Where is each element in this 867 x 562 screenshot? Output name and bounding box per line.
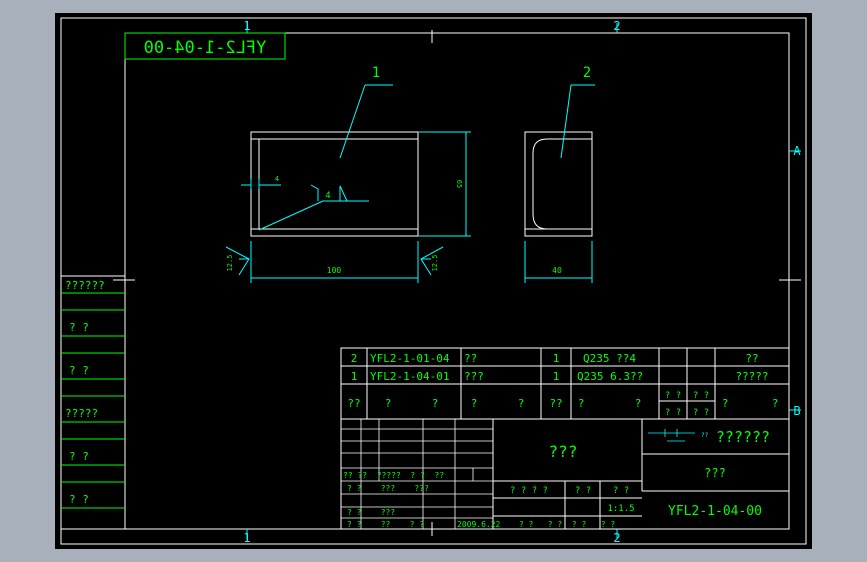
- mirrored-number-box: [124, 32, 286, 60]
- balloon-2: 2: [583, 65, 591, 81]
- bom-row-0-no: 2: [351, 352, 358, 365]
- view2-width-dim: 40: [552, 266, 562, 275]
- thickness-dim: 4: [275, 175, 279, 183]
- width-dim: 100: [327, 266, 342, 275]
- scale-label: ? ?: [613, 486, 629, 496]
- weight-label: ? ?: [575, 486, 591, 496]
- right-size-dim: 12.5: [431, 255, 439, 272]
- zone-label-top-1: 1: [243, 19, 250, 33]
- bom-header-material-1: ?: [578, 397, 585, 410]
- bom-row-1-material: Q235 6.3??: [577, 370, 643, 383]
- bom-row-1-code: YFL2-1-04-01: [370, 370, 449, 383]
- inner-border: [124, 32, 790, 530]
- bom-row-0-name: ??: [464, 352, 477, 365]
- bom-header-material-2: ?: [635, 397, 642, 410]
- company-name: ???: [549, 442, 578, 461]
- bom-header-code-2: ?: [432, 397, 439, 410]
- bom-row-1-qty: 1: [553, 370, 560, 383]
- bom-table: 2 YFL2-1-01-04 ?? 1 Q235 ??4 ?? 1 YFL2-1…: [340, 347, 790, 420]
- bom-row-0-code: YFL2-1-01-04: [370, 352, 450, 365]
- sign-row-2: ? ? ???: [347, 508, 395, 517]
- bom-header-name-1: ?: [471, 397, 478, 410]
- view-2: 2 40: [524, 65, 595, 283]
- left-col-row-3: ?????: [65, 407, 98, 420]
- bom-header-weight-2: ? ?: [665, 408, 681, 418]
- cad-drawing: YFL2-1-04-00 1 2 1 2 A B: [60, 17, 807, 545]
- bom-row-0-qty: 1: [553, 352, 560, 365]
- bom-header-unit-1: ? ?: [693, 391, 709, 401]
- left-col-row-4: ? ?: [69, 450, 89, 463]
- bom-row-0-note: ??: [745, 352, 758, 365]
- bom-header-weight-1: ? ?: [665, 391, 681, 401]
- left-col-row-2: ? ?: [69, 364, 89, 377]
- title-date: 2009.6.22: [457, 520, 501, 529]
- bom-row-1-name: ???: [464, 370, 484, 383]
- part-name: ??????: [716, 428, 770, 446]
- drawing-canvas[interactable]: YFL2-1-04-00 1 2 1 2 A B: [55, 13, 812, 549]
- bom-row-1-no: 1: [351, 370, 358, 383]
- bom-header-no: ??: [347, 397, 360, 410]
- sign-row-3: ? ? ?? ? ?: [347, 520, 424, 529]
- sign-row-0: ?? ?? ????? ? ? ??: [343, 471, 444, 480]
- weld-dim: 4: [325, 191, 330, 201]
- mirrored-drawing-number: YFL2-1-04-00: [144, 38, 267, 58]
- zone-label-top-2: 2: [613, 19, 620, 33]
- sheet-info: ? ? ? ? ? ? ? ?: [519, 520, 616, 529]
- left-column: ?????? ? ? ? ? ????? ? ? ? ?: [60, 275, 126, 530]
- stage-label: ? ? ? ?: [510, 486, 548, 496]
- balloon-1: 1: [372, 65, 380, 81]
- bom-row-1-note: ?????: [735, 370, 768, 383]
- zone-label-a: A: [793, 144, 801, 158]
- height-dim: 65: [455, 180, 463, 188]
- bom-header-qty: ??: [549, 397, 562, 410]
- view-1: 1 4 4 65 100 12.5 12.5: [225, 65, 471, 283]
- outer-frame: [60, 17, 807, 545]
- bom-header-unit-2: ? ?: [693, 408, 709, 418]
- unit-text: ???: [704, 466, 726, 480]
- sign-row-1: ? ? ??? ???: [347, 484, 429, 493]
- bom-header-note-2: ?: [772, 397, 779, 410]
- zone-label-bottom-2: 2: [613, 531, 620, 545]
- zone-label-b: B: [793, 404, 800, 418]
- left-col-row-1: ? ?: [69, 321, 89, 334]
- bom-header-note-1: ?: [722, 397, 729, 410]
- zone-label-bottom-1: 1: [243, 531, 250, 545]
- scale-value: 1:1.5: [607, 504, 634, 514]
- symbol-icon: [648, 429, 695, 442]
- title-block: ?? ?? ????? ? ? ?? ? ? ??? ??? ? ? ??? ?…: [340, 418, 790, 530]
- bom-header-code: ?: [385, 397, 392, 410]
- left-size-dim: 12.5: [226, 255, 234, 272]
- left-col-row-0: ??????: [65, 279, 105, 292]
- left-col-row-5: ? ?: [69, 493, 89, 506]
- drawing-number: YFL2-1-04-00: [668, 504, 762, 519]
- logo-text: ??: [701, 432, 709, 439]
- bom-row-0-material: Q235 ??4: [583, 352, 636, 365]
- bom-header-name-2: ?: [518, 397, 525, 410]
